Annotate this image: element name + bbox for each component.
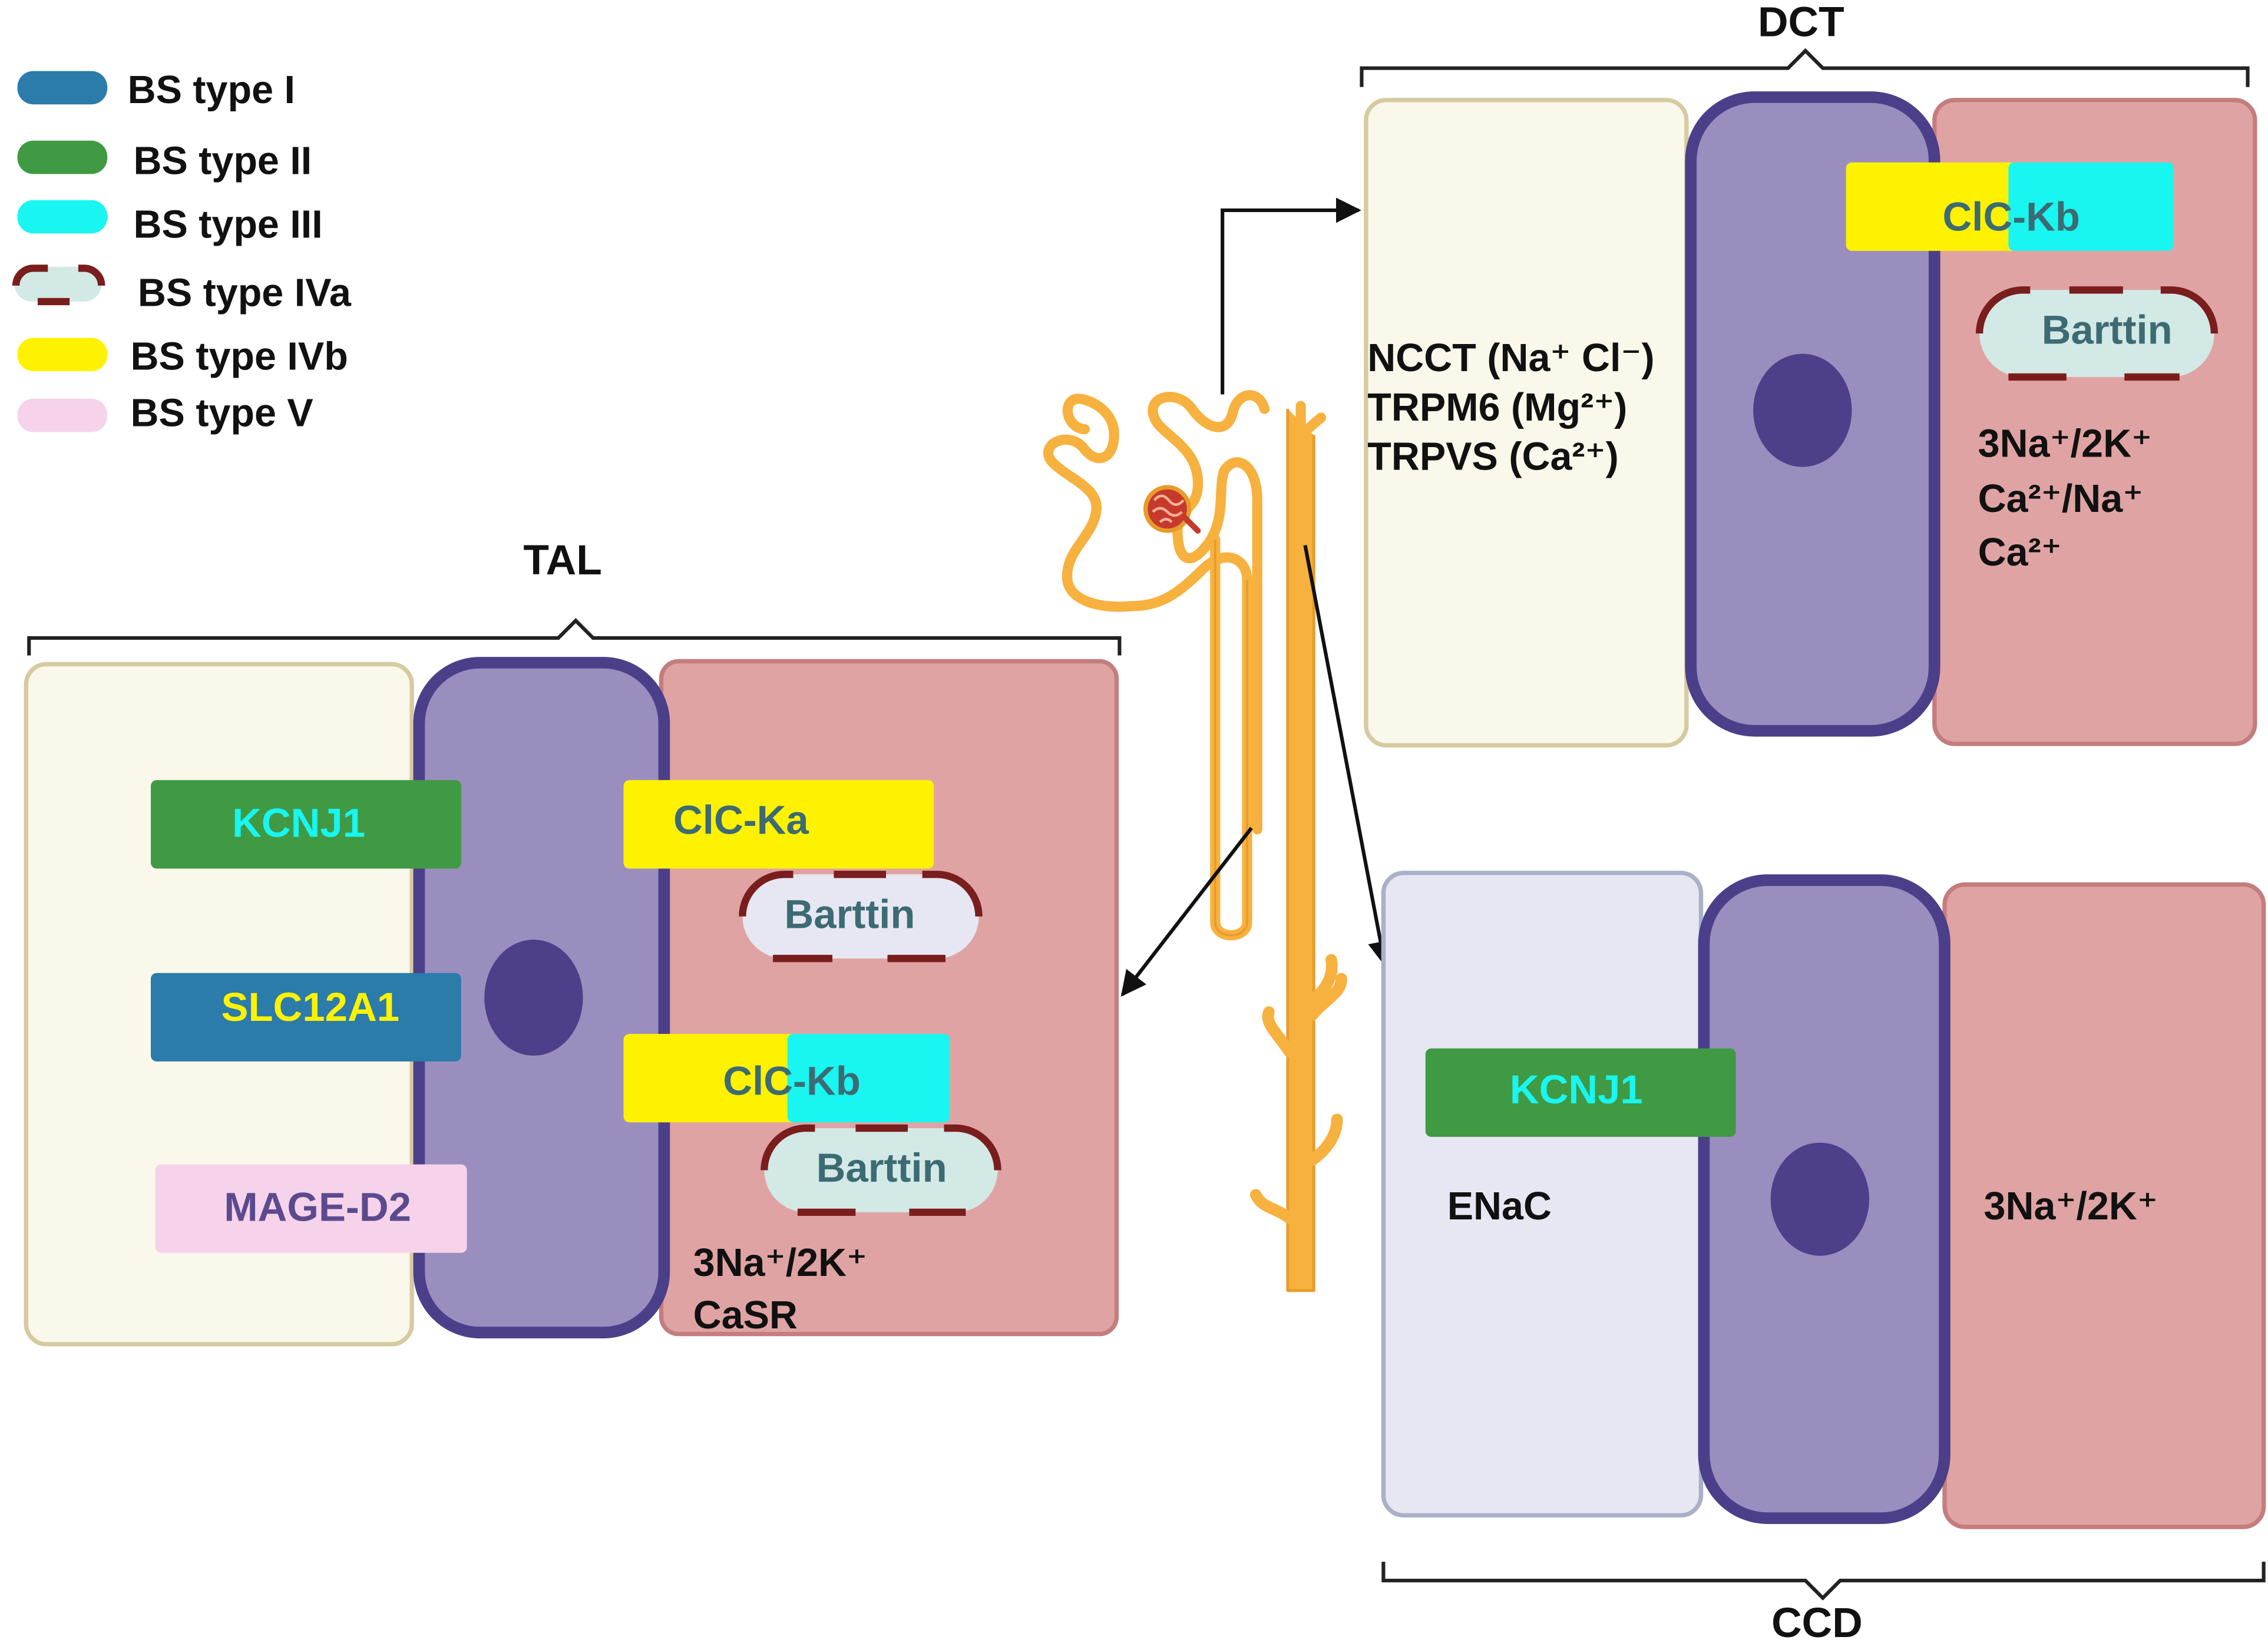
dct-nucleus bbox=[1753, 353, 1852, 467]
legend-swatch-bs-type-4a bbox=[14, 266, 102, 302]
legend-label-bs-type-1: BS type I bbox=[128, 68, 295, 112]
dct-clc-kb-yellow-part bbox=[1846, 162, 2026, 251]
dct-barttin-text: Barttin bbox=[2042, 307, 2173, 352]
tal-transport-2: CaSR bbox=[693, 1294, 798, 1337]
legend-item-bs-type-2: BS type II bbox=[17, 139, 312, 183]
tal-barttin-1-border bbox=[739, 871, 983, 963]
nephron-tubule-outline bbox=[1214, 539, 1248, 937]
legend-swatch-bs-type-4a-border bbox=[12, 264, 105, 306]
legend-swatch-bs-type-4b bbox=[17, 338, 108, 372]
dct-basolateral-3: Ca²⁺ bbox=[1978, 531, 2062, 574]
ccd-label: CCD bbox=[1771, 1599, 1863, 1640]
ccd-bracket bbox=[1381, 1562, 2266, 1601]
dct-clc-kb-text: ClC-Kb bbox=[1943, 194, 2080, 239]
arrow-to-dct bbox=[1221, 197, 1361, 395]
tal-barttin-1-text: Barttin bbox=[785, 891, 915, 937]
arrow-to-tal bbox=[1120, 826, 1253, 997]
tal-bracket bbox=[27, 618, 1122, 656]
ccd-panel: KCNJ1 ENaC 3Na⁺/2K⁺ CCD bbox=[1381, 871, 2266, 1640]
collecting-duct-branch-2 bbox=[1262, 1006, 1295, 1057]
ccd-nucleus bbox=[1770, 1142, 1870, 1256]
legend-swatch-bs-type-3 bbox=[17, 200, 108, 234]
collecting-duct-branch-1 bbox=[1306, 954, 1347, 1021]
tal-clc-ka-text: ClC-Ka bbox=[673, 797, 809, 842]
tal-barttin-2: Barttin bbox=[761, 1124, 1001, 1216]
legend-label-bs-type-2: BS type II bbox=[133, 139, 312, 183]
tal-barttin-2-body bbox=[764, 1128, 998, 1212]
tal-clc-kb-text-part2: -Kb bbox=[793, 1058, 861, 1103]
legend-item-bs-type-1: BS type I bbox=[17, 68, 295, 112]
dct-ncct-text: NCCT (Na⁺ Cl⁻) bbox=[1367, 336, 1654, 380]
tal-clc-kb-text: ClC-Kb bbox=[723, 1058, 860, 1103]
dct-clc-kb-text-part2: -Kb bbox=[2012, 194, 2080, 239]
legend: BS type I BS type II BS type III BS type… bbox=[12, 68, 352, 435]
legend-swatch-bs-type-5 bbox=[17, 398, 108, 432]
legend-label-bs-type-5: BS type V bbox=[131, 392, 313, 435]
dct-barttin-body bbox=[1979, 290, 2214, 377]
legend-swatch-bs-type-2 bbox=[17, 140, 108, 174]
tal-clc-kb-text-part1: ClC bbox=[723, 1058, 793, 1103]
tal-clc-kb-yellow-part bbox=[623, 1034, 804, 1123]
glomerulus bbox=[1143, 485, 1201, 534]
tal-mage-d2-tag bbox=[155, 1164, 467, 1253]
tal-mage-d2-text: MAGE-D2 bbox=[224, 1185, 411, 1230]
tal-panel: TAL KCNJ1 SLC12A1 MAGE-D2 ClC-Ka Barttin… bbox=[24, 537, 1122, 1347]
dct-clc-kb-text-part1: ClC bbox=[1943, 194, 2013, 239]
legend-item-bs-type-4a: BS type IVa bbox=[12, 264, 352, 315]
collecting-duct-branch-3 bbox=[1306, 1113, 1343, 1166]
legend-item-bs-type-5: BS type V bbox=[17, 392, 313, 435]
tal-slc12a1-text: SLC12A1 bbox=[221, 984, 400, 1030]
tal-barttin-2-border bbox=[761, 1124, 1001, 1216]
legend-item-bs-type-4b: BS type IVb bbox=[17, 335, 348, 379]
tal-clc-ka-tag bbox=[623, 780, 934, 869]
dct-barttin-border bbox=[1975, 286, 2219, 381]
legend-label-bs-type-4b: BS type IVb bbox=[131, 335, 348, 379]
tal-label: TAL bbox=[523, 537, 601, 584]
dct-trpv5-text: TRPVS (Ca²⁺) bbox=[1367, 435, 1618, 479]
ccd-kcnj1-tag bbox=[1425, 1048, 1736, 1137]
tal-clc-kb-cyan-part bbox=[787, 1034, 950, 1123]
nephron-illustration bbox=[1043, 390, 1347, 1292]
legend-label-bs-type-4a: BS type IVa bbox=[138, 271, 352, 315]
arrows bbox=[1120, 197, 1393, 997]
arrow-to-ccd bbox=[1303, 544, 1393, 967]
legend-swatch-bs-type-1 bbox=[17, 71, 108, 105]
collecting-duct-branch-4 bbox=[1249, 1189, 1295, 1224]
nephron-tubule bbox=[1043, 390, 1270, 941]
tal-barttin-1: Barttin bbox=[739, 871, 983, 963]
dct-clc-kb-cyan-part bbox=[2008, 162, 2174, 251]
dct-basolateral-2: Ca²⁺/Na⁺ bbox=[1978, 477, 2144, 521]
tal-kcnj1-tag bbox=[151, 780, 461, 869]
tal-kcnj1-text: KCNJ1 bbox=[232, 800, 365, 845]
legend-label-bs-type-3: BS type III bbox=[133, 203, 322, 247]
dct-basolateral-1: 3Na⁺/2K⁺ bbox=[1978, 422, 2152, 465]
glomerulus-capsule bbox=[1143, 485, 1192, 533]
tal-transport-1: 3Na⁺/2K⁺ bbox=[693, 1241, 867, 1285]
dct-barttin: Barttin bbox=[1975, 286, 2219, 381]
glomerulus-capillaries bbox=[1152, 494, 1185, 523]
tal-barttin-1-body bbox=[742, 874, 979, 959]
glomerulus-afferent bbox=[1180, 513, 1201, 534]
dct-panel: DCT ClC-Kb Barttin NCCT (Na⁺ Cl⁻) TRPM6 … bbox=[1360, 0, 2257, 748]
collecting-duct-trunk bbox=[1286, 409, 1315, 1292]
dct-trpm6-text: TRPM6 (Mg²⁺) bbox=[1367, 386, 1627, 429]
dct-bracket bbox=[1360, 48, 2250, 87]
legend-item-bs-type-3: BS type III bbox=[17, 200, 323, 247]
collecting-duct-branch-top bbox=[1295, 401, 1327, 455]
tal-nucleus bbox=[484, 940, 583, 1056]
ccd-enac-text: ENaC bbox=[1447, 1185, 1552, 1228]
tal-interstitium bbox=[659, 659, 1119, 1337]
ccd-kcnj1-text: KCNJ1 bbox=[1510, 1067, 1643, 1112]
tal-barttin-2-text: Barttin bbox=[816, 1145, 947, 1191]
collecting-duct bbox=[1249, 401, 1347, 1292]
ccd-basolateral-text: 3Na⁺/2K⁺ bbox=[1984, 1185, 2158, 1228]
tal-slc12a1-tag bbox=[151, 973, 461, 1062]
dct-label: DCT bbox=[1758, 0, 1844, 46]
